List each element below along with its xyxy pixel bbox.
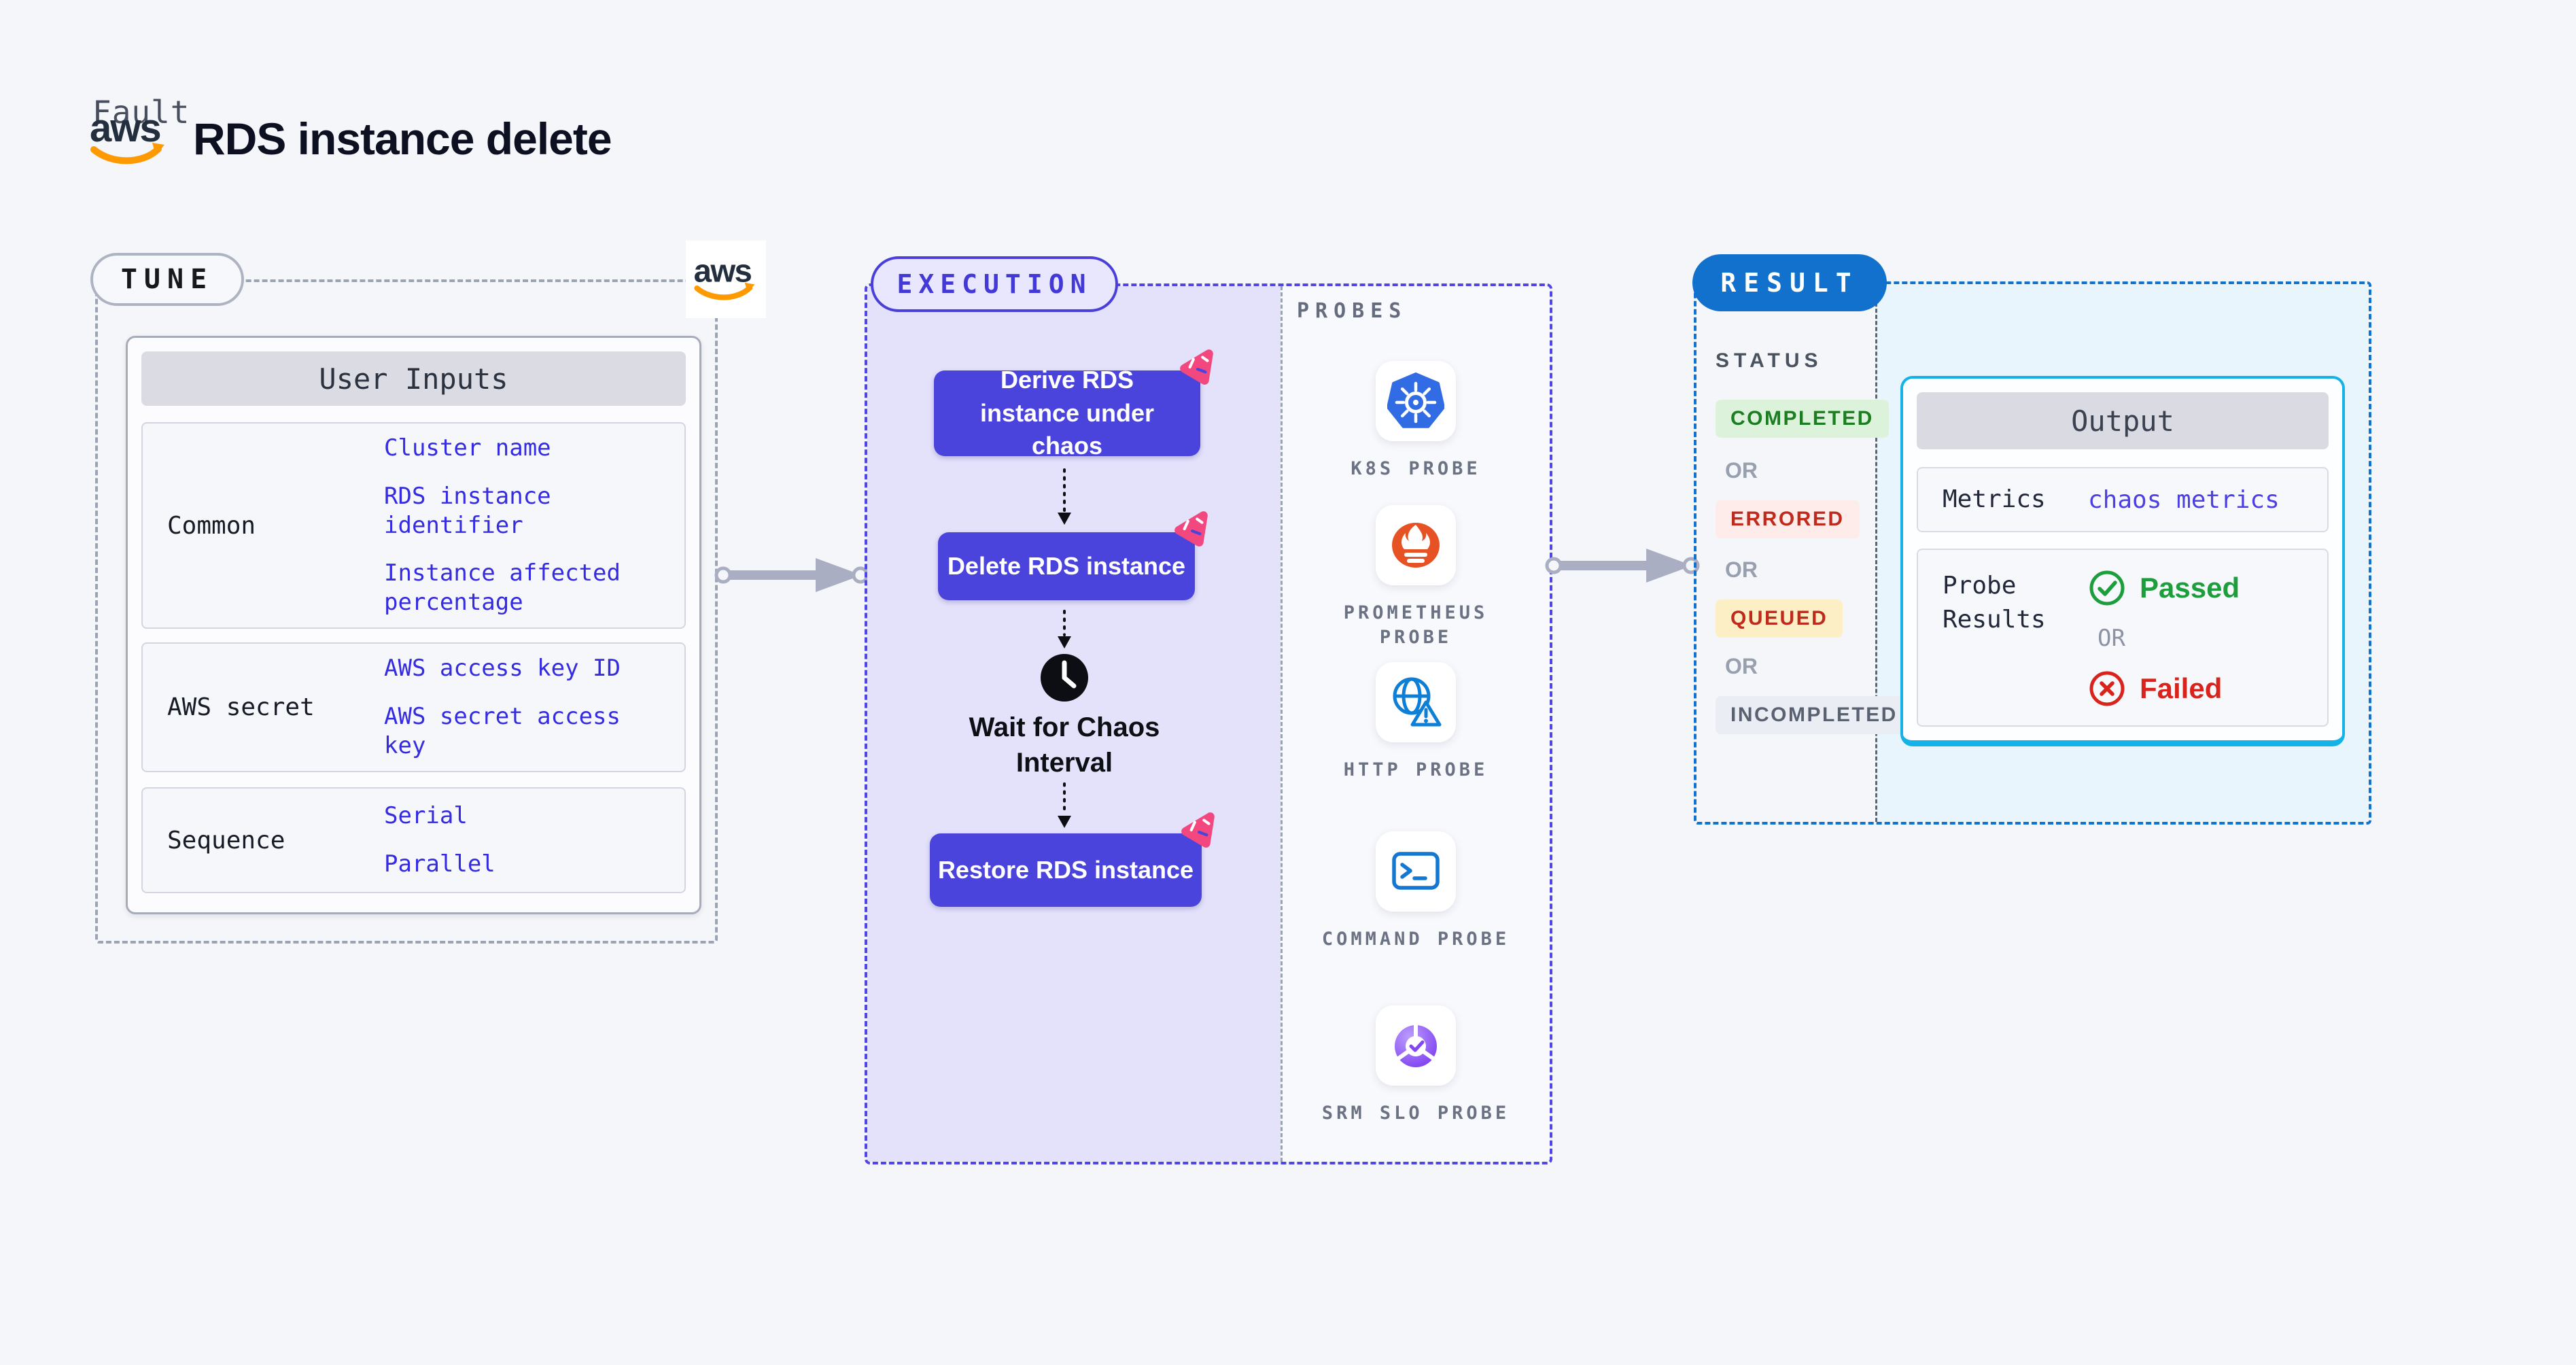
status-or-separator: OR <box>1725 458 1758 483</box>
task-label: Delete RDS instance <box>947 551 1186 580</box>
probe-card-srm-slo <box>1376 1005 1456 1086</box>
output-header: Output <box>1917 392 2329 449</box>
task-node-restore-rds-instance: Restore RDS instance <box>930 812 1215 907</box>
task-node-delete-rds-instance: Delete RDS instance <box>938 511 1208 600</box>
probe-verdicts: Passed OR Failed <box>2088 569 2240 708</box>
flow-arrow-down <box>1058 610 1071 649</box>
row-links: Serial Parallel <box>384 801 669 879</box>
execution-badge: EXECUTION <box>871 256 1118 312</box>
aws-logo: aws <box>90 107 164 165</box>
status-badge-completed: COMPLETED <box>1716 400 1889 438</box>
probe-label-http: HTTP PROBE <box>1343 759 1489 780</box>
probe-label-prometheus: PROMETHEUS PROBE <box>1343 602 1489 649</box>
aws-wordmark: aws <box>90 107 160 150</box>
probe-label-srm-slo: SRM SLO PROBE <box>1321 1103 1510 1124</box>
output-row-probe-results: Probe Results Passed OR Faile <box>1917 549 2329 727</box>
user-inputs-row-sequence: Sequence Serial Parallel <box>141 787 686 893</box>
aws-smile-icon <box>90 145 162 165</box>
metrics-label: Metrics <box>1943 485 2046 513</box>
tune-badge: TUNE <box>90 253 244 306</box>
task-node-derive-rds-instance: Derive RDS instance under chaos <box>934 349 1213 460</box>
input-link-serial[interactable]: Serial <box>384 802 468 830</box>
page-kicker: Fault <box>92 94 190 131</box>
passed-label: Passed <box>2140 572 2240 604</box>
row-label: Common <box>167 511 256 540</box>
terminal-icon <box>1392 852 1440 890</box>
flow-arrow-tune-to-execution <box>714 558 869 592</box>
check-circle-icon <box>2089 570 2125 606</box>
row-label: Sequence <box>167 826 285 854</box>
slo-pie-check-icon <box>1395 1024 1437 1067</box>
output-card: Output Metrics chaos metrics Probe Resul… <box>1900 376 2345 746</box>
status-badge-errored: ERRORED <box>1716 500 1860 538</box>
probe-card-command <box>1376 831 1456 912</box>
page-title: RDS instance delete <box>193 114 612 164</box>
row-links: AWS access key ID AWS secret access key <box>384 654 669 760</box>
aws-smile-icon <box>694 285 753 300</box>
user-inputs-row-common: Common Cluster name RDS instance identif… <box>141 422 686 629</box>
row-links: Cluster name RDS instance identifier Ins… <box>384 434 669 617</box>
clock-icon <box>1041 654 1088 702</box>
aws-smile-arrow-icon <box>744 282 755 293</box>
kubernetes-icon <box>1387 373 1444 428</box>
input-link-aws-secret-access-key[interactable]: AWS secret access key <box>384 703 621 759</box>
flow-arrow-execution-to-result <box>1545 549 1700 583</box>
prometheus-icon <box>1392 523 1440 568</box>
input-link-parallel[interactable]: Parallel <box>384 850 495 878</box>
row-label: AWS secret <box>167 693 315 721</box>
probes-heading: PROBES <box>1297 299 1408 323</box>
probe-label-command: COMMAND PROBE <box>1321 929 1510 950</box>
failed-label: Failed <box>2140 672 2223 704</box>
task-label: Restore RDS instance <box>937 855 1194 884</box>
status-or-separator: OR <box>1725 654 1758 678</box>
status-badge-queued: QUEUED <box>1716 600 1843 638</box>
http-globe-warning-icon <box>1393 677 1442 727</box>
aws-wordmark: aws <box>694 253 752 289</box>
flow-arrow-down <box>1058 468 1071 525</box>
input-link-instance-affected-percentage[interactable]: Instance affected percentage <box>384 559 621 617</box>
verdict-passed: Passed <box>2088 569 2240 607</box>
probe-label-k8s: K8S PROBE <box>1351 458 1481 479</box>
aws-corner-logo: aws <box>686 241 766 318</box>
user-inputs-header: User Inputs <box>141 351 686 406</box>
status-heading: STATUS <box>1716 349 1823 372</box>
probe-results-label: Probe Results <box>1943 572 2046 634</box>
task-label: Derive RDS instance under chaos <box>979 366 1155 460</box>
x-circle-icon <box>2089 671 2125 706</box>
chaos-experiment-icon <box>1174 511 1208 547</box>
status-output-divider <box>1875 284 1877 822</box>
status-or-separator: OR <box>1725 557 1758 582</box>
input-link-aws-access-key-id[interactable]: AWS access key ID <box>384 655 621 682</box>
flow-arrow-down <box>1058 782 1071 828</box>
user-inputs-row-aws-secret: AWS secret AWS access key ID AWS secret … <box>141 642 686 772</box>
chaos-experiment-icon <box>1181 812 1215 848</box>
verdict-or-separator: OR <box>2098 625 2125 652</box>
probe-card-http <box>1376 662 1456 742</box>
chaos-metrics-link[interactable]: chaos metrics <box>2088 485 2280 514</box>
wait-step-label: Wait for Chaos Interval <box>969 712 1160 778</box>
tune-section-box <box>95 279 718 944</box>
probe-card-prometheus <box>1376 505 1456 585</box>
input-link-rds-instance-identifier[interactable]: RDS instance identifier <box>384 482 551 539</box>
input-link-cluster-name[interactable]: Cluster name <box>384 434 551 462</box>
status-badge-incompleted: INCOMPLETED <box>1716 696 1913 734</box>
result-badge: RESULT <box>1692 254 1887 311</box>
execution-probes-divider <box>1281 286 1283 1162</box>
probe-card-k8s <box>1376 361 1456 441</box>
aws-smile-arrow-icon <box>152 143 164 155</box>
chaos-experiment-icon <box>1180 349 1213 385</box>
verdict-failed: Failed <box>2088 670 2240 708</box>
output-row-metrics: Metrics chaos metrics <box>1917 467 2329 532</box>
user-inputs-card: User Inputs Common Cluster name RDS inst… <box>126 336 701 914</box>
